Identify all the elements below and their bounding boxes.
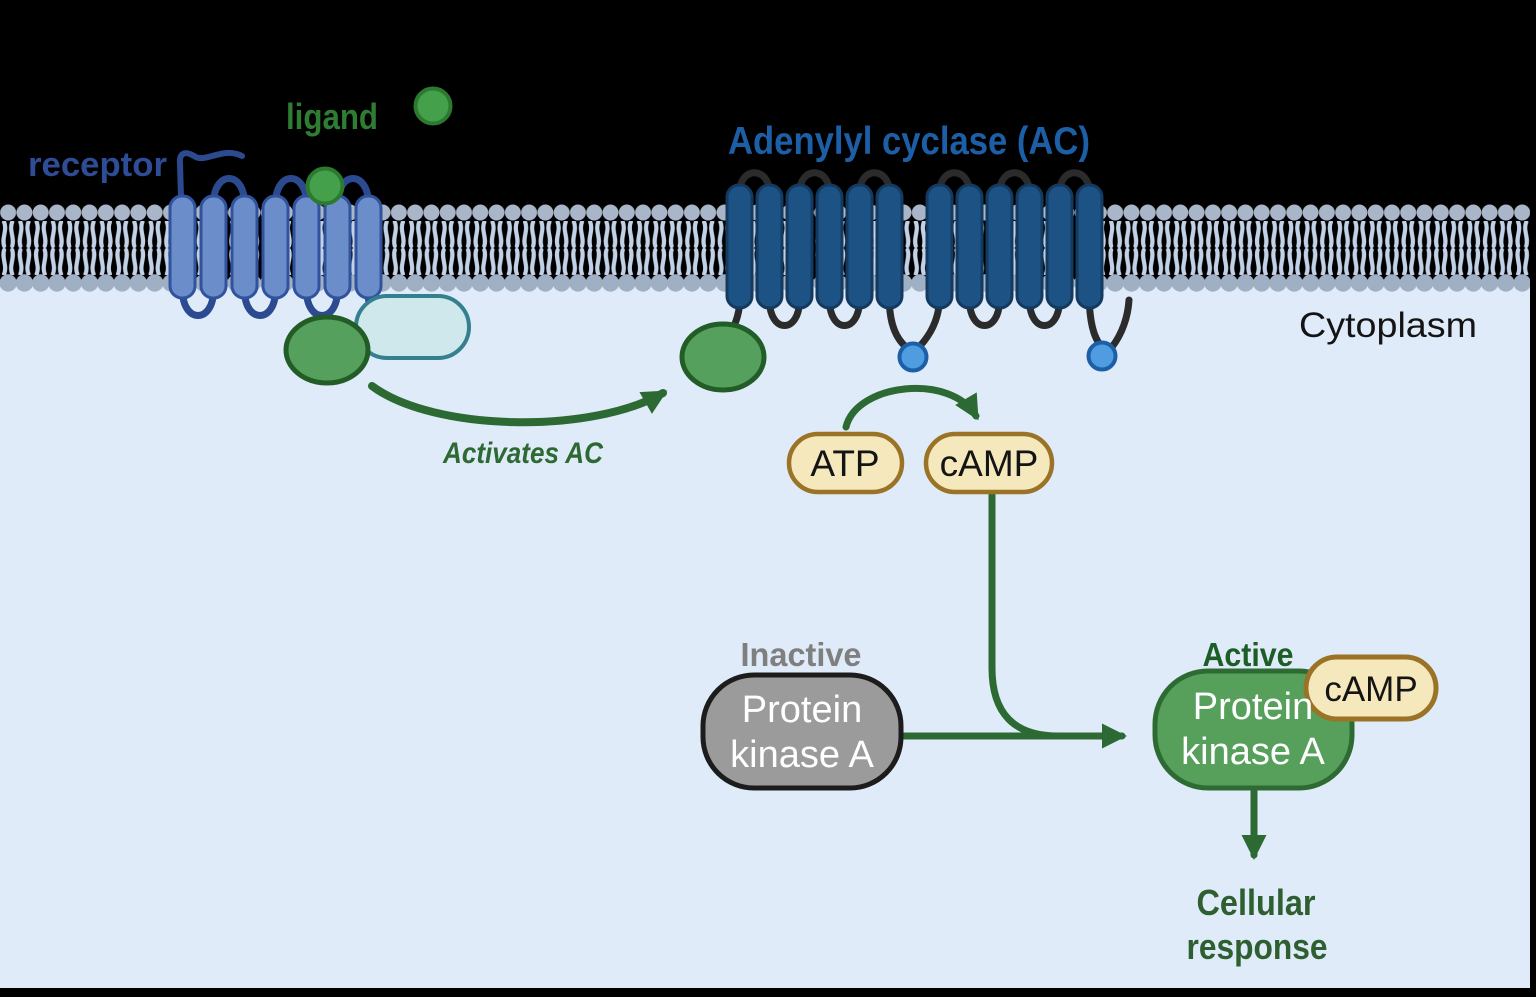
g-protein-alpha-on-ac bbox=[679, 321, 767, 393]
ac-helices bbox=[725, 183, 1104, 310]
active-pka-name-line2: kinase A bbox=[1181, 731, 1325, 773]
atp-pill bbox=[786, 431, 905, 495]
active-pka-pill bbox=[1152, 668, 1355, 791]
cytoplasm-label: Cytoplasm bbox=[1299, 306, 1477, 345]
pathway-arrows bbox=[368, 382, 1267, 860]
activates-ac-arrow bbox=[368, 382, 668, 427]
receptor-label: receptor bbox=[28, 146, 167, 184]
ligand-label: ligand bbox=[286, 96, 378, 137]
ac-catalytic-domain-2 bbox=[1086, 340, 1118, 372]
bound-camp-pill bbox=[1303, 654, 1439, 722]
g-protein-alpha bbox=[283, 314, 371, 386]
cytoplasm-region bbox=[0, 282, 1530, 988]
camp-label: cAMP bbox=[940, 443, 1039, 484]
atp-to-camp-arrow bbox=[842, 384, 980, 431]
active-pka-name-line1: Protein bbox=[1193, 686, 1313, 728]
bound-camp-label: cAMP bbox=[1324, 670, 1417, 709]
inactive-pka-pill bbox=[700, 672, 904, 791]
cellular-response-line2: response bbox=[1187, 926, 1328, 967]
inactive-state-label: Inactive bbox=[741, 636, 862, 673]
receptor-n-terminus bbox=[176, 149, 245, 200]
inactive-pka-name-line1: Protein bbox=[742, 689, 862, 731]
active-state-label: Active bbox=[1203, 636, 1294, 673]
g-protein-beta-gamma bbox=[354, 294, 471, 360]
ligand-free-circle bbox=[413, 86, 453, 126]
activates-ac-label: Activates AC bbox=[442, 437, 604, 470]
ac-c-terminus bbox=[1108, 296, 1133, 351]
ac-catalytic-domain-1 bbox=[897, 341, 929, 373]
cellular-response-line1: Cellular bbox=[1197, 882, 1316, 923]
atp-label: ATP bbox=[810, 443, 879, 484]
camp-pill bbox=[923, 431, 1055, 495]
receptor-helices bbox=[168, 194, 383, 300]
adenylyl-cyclase-label: Adenylyl cyclase (AC) bbox=[728, 120, 1090, 163]
adenylyl-cyclase bbox=[720, 169, 1133, 373]
ligand-bound-circle bbox=[305, 166, 345, 206]
inactive-pka-name-line2: kinase A bbox=[730, 734, 874, 776]
